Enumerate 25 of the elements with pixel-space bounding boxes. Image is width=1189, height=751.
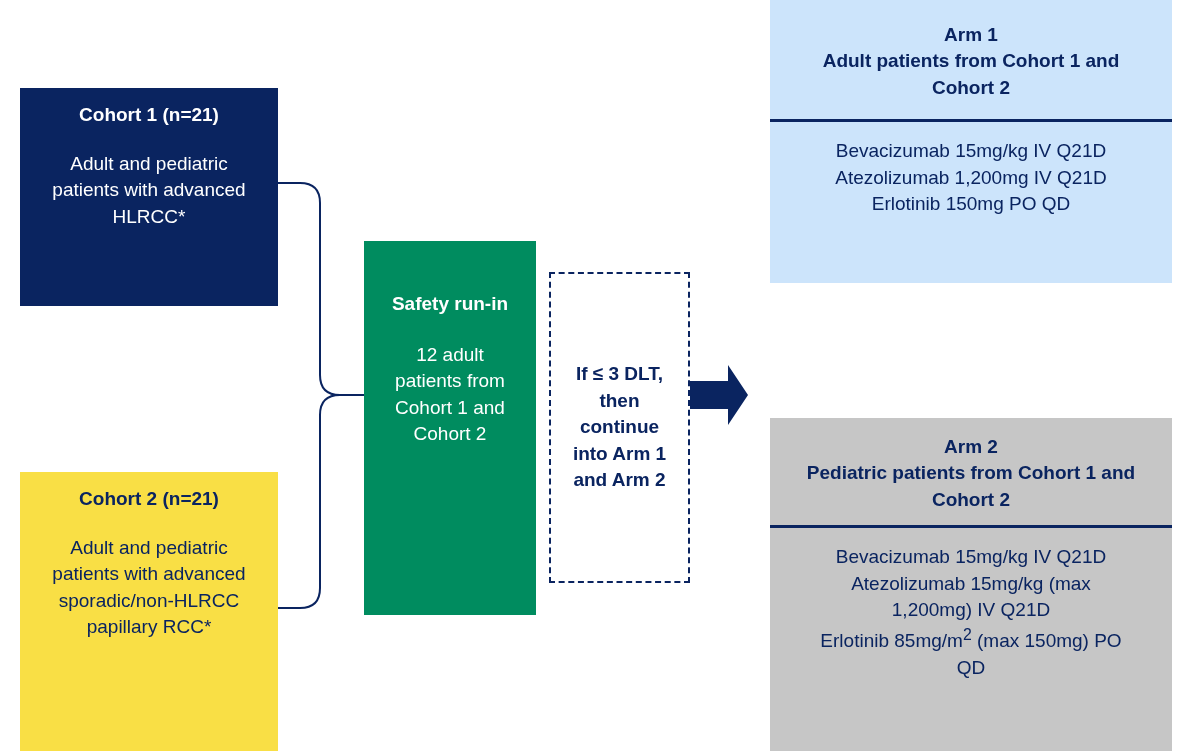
condition-box <box>549 272 690 583</box>
dosing-text: Bevacizumab 15mg/kg IV Q21D <box>834 545 1108 569</box>
cohort-box <box>20 472 278 751</box>
arm-subtitle: Adult patients from Cohort 1 and Cohort 2 <box>821 49 1121 100</box>
cohort-box <box>20 88 278 306</box>
box-heading: Cohort 2 (n=21) <box>79 487 219 511</box>
treatment-arm-box <box>770 418 1172 751</box>
box-text: Adult and pediatric patients with advanced HLRCC* <box>51 151 247 229</box>
brace-connector <box>277 394 365 609</box>
dosing-text: Bevacizumab 15mg/kg IV Q21D <box>835 139 1107 163</box>
condition-text: If ≤ 3 DLT, then continue into Arm 1 and Arm 2 <box>571 362 668 493</box>
box-heading: Cohort 1 (n=21) <box>79 103 219 127</box>
dosing-text: Atezolizumab 15mg/kg (max 1,200mg) IV Q21D <box>850 571 1092 623</box>
box-text: Adult and pediatric patients with advanced sporadic/non-HLRCC papillary RCC* <box>51 535 247 640</box>
dosing-text: Atezolizumab 1,200mg IV Q21D <box>835 165 1107 190</box>
safety-run-in-box <box>364 241 536 615</box>
treatment-arm-box <box>770 0 1172 283</box>
arm-title: Arm 1 <box>943 22 999 47</box>
arm-title: Arm 2 <box>943 434 999 459</box>
dosing-text: Erlotinib 150mg PO QD <box>870 192 1072 217</box>
dosing-text: Erlotinib 85mg/m$^{2}$ (max 150mg) PO QD <box>819 624 1123 680</box>
block-arrow <box>690 365 748 425</box>
box-heading: Safety run-in <box>391 292 509 316</box>
box-text: 12 adult patients from Cohort 1 and Cohort 2 <box>394 342 506 447</box>
arm-subtitle: Pediatric patients from Cohort 1 and Cohort 2 <box>805 461 1137 512</box>
